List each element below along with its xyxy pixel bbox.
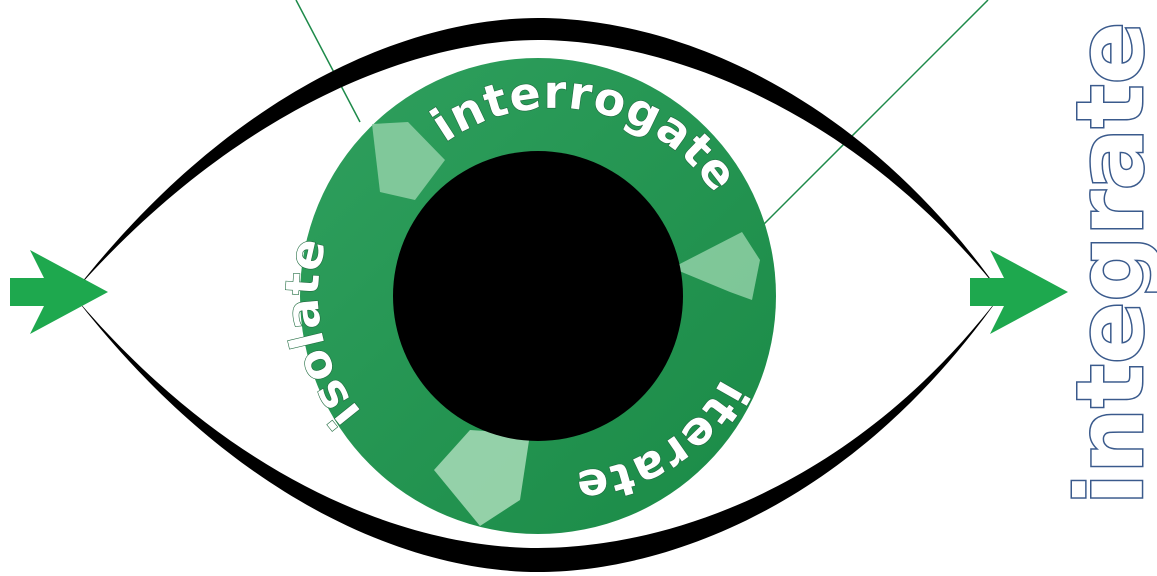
output-arrow-icon	[970, 250, 1068, 334]
pupil	[393, 151, 683, 441]
input-arrow-icon	[10, 250, 108, 334]
label-integrate: integrate	[1057, 22, 1157, 505]
